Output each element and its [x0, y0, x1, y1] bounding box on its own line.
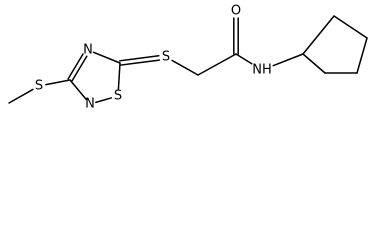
bond-layer: [8, 15, 368, 104]
bond-ch3-s_me: [8, 88, 34, 104]
atom-label-s_link: S: [162, 50, 170, 65]
bond-cp3-cp4: [356, 37, 368, 74]
bond-ch2-c_carbonyl: [197, 53, 237, 76]
atom-label-s_me: S: [35, 79, 43, 94]
bond-c5-s_link-second: [118, 54, 160, 62]
bond-n_ring_bottom-c3: [69, 79, 87, 101]
bond-s_link-ch2: [171, 59, 199, 76]
bond-cp1-cp2: [302, 15, 335, 55]
molecule-diagram: S N S N S O NH: [8, 4, 368, 112]
atom-layer: S N S N S O NH: [35, 4, 272, 112]
bond-cp5-cp1: [302, 53, 326, 74]
bond-n_ring_top-c5: [92, 51, 121, 64]
bond-c3-n_ring_top: [71, 55, 88, 82]
bond-nh-cp1: [272, 53, 304, 67]
atom-label-s_ring: S: [114, 89, 122, 104]
atom-label-n_ring_bottom: N: [85, 97, 95, 112]
atom-label-nh: NH: [252, 63, 272, 78]
bond-c5-s_ring: [117, 62, 121, 90]
bond-s_ring-n_ring_bottom: [95, 97, 113, 104]
bond-c5-s_link: [119, 59, 161, 66]
bond-c_carbonyl-nh: [235, 53, 253, 65]
bond-c3-n_ring_top-second: [67, 53, 84, 80]
bond-cp2-cp3: [333, 15, 368, 39]
atom-label-o: O: [231, 4, 241, 19]
bond-s_me-c3: [45, 79, 71, 86]
atom-label-n_ring_top: N: [83, 43, 93, 58]
